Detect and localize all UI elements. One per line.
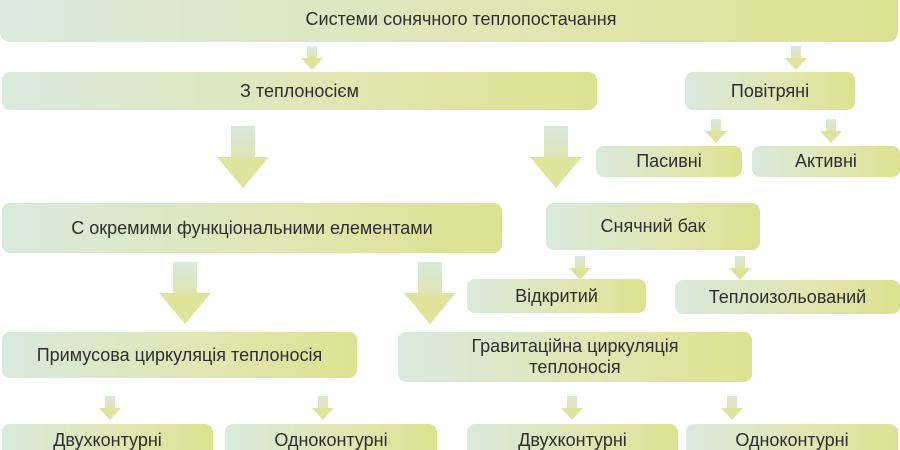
arrow-down-icon (301, 46, 323, 70)
arrow-down-icon (404, 262, 456, 324)
node-forced-dual-circuit: Двухконтурні (2, 424, 213, 450)
node-tank: Снячний бак (546, 203, 760, 250)
arrow-down-icon (99, 396, 121, 420)
node-with-carrier: З теплоносієм (2, 72, 597, 110)
arrow-down-icon (217, 126, 269, 188)
node-separate-elements: С окремими функціональними елементами (2, 203, 502, 253)
arrow-down-icon (530, 126, 582, 188)
arrow-down-icon (312, 396, 334, 420)
node-passive: Пасивні (596, 146, 742, 177)
arrow-down-icon (705, 119, 727, 143)
node-gravity-single-circuit: Одноконтурні (686, 424, 898, 450)
node-forced-circulation: Примусова циркуляція теплоносія (2, 332, 357, 378)
arrow-down-icon (729, 256, 751, 280)
node-gravity-circulation: Гравитаційна циркуляція теплоносія (398, 332, 752, 382)
node-insulated: Теплоизольований (675, 280, 900, 314)
node-air: Повітряні (685, 72, 855, 110)
node-forced-single-circuit: Одноконтурні (225, 424, 437, 450)
arrow-down-icon (569, 256, 591, 280)
arrow-down-icon (820, 119, 842, 143)
arrow-down-icon (785, 46, 807, 70)
node-active: Активні (752, 146, 900, 177)
arrow-down-icon (721, 396, 743, 420)
node-open: Відкритий (467, 279, 646, 313)
node-gravity-dual-circuit: Двухконтурні (467, 424, 678, 450)
arrow-down-icon (159, 262, 211, 324)
arrow-down-icon (561, 396, 583, 420)
node-root: Системи сонячного теплопостачання (0, 0, 898, 42)
